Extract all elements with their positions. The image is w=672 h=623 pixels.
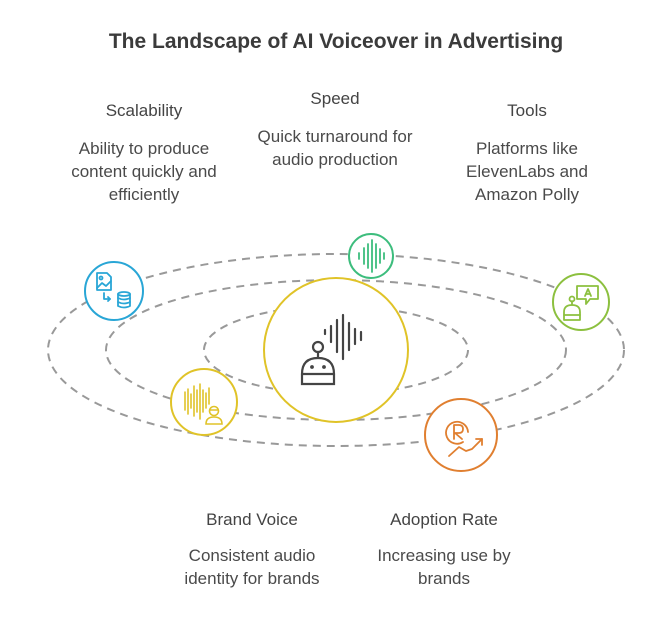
brand-voice-description: Consistent audio identity for brands <box>184 546 320 588</box>
adoption-rate-label: Adoption Rate <box>390 510 498 529</box>
speed-description: Quick turnaround for audio production <box>257 127 413 169</box>
orbit-outer <box>47 253 625 447</box>
brand-voice-node <box>170 368 238 436</box>
tools-label: Tools <box>507 101 547 120</box>
robot-chat-icon <box>563 285 599 321</box>
speed-label: Speed <box>310 89 360 108</box>
center-node <box>263 277 409 423</box>
scalability-node <box>84 261 144 321</box>
image-to-database-icon <box>96 272 131 309</box>
brand-voice-label: Brand Voice <box>206 510 298 529</box>
diagram-title: The Landscape of AI Voiceover in Adverti… <box>108 30 564 53</box>
adoption-rate-description: Increasing use by brands <box>377 546 511 588</box>
scalability-description: Ability to produce content quickly and e… <box>71 139 217 204</box>
voice-person-icon <box>184 383 223 425</box>
scalability-label: Scalability <box>105 101 183 120</box>
brand-growth-icon <box>445 420 483 457</box>
robot-voice-icon <box>300 313 363 386</box>
sound-wave-icon <box>358 239 385 273</box>
speed-node <box>348 233 394 279</box>
tools-node <box>552 273 610 331</box>
adoption-rate-node <box>424 398 498 472</box>
tools-description: Platforms like ElevenLabs and Amazon Pol… <box>466 139 588 204</box>
